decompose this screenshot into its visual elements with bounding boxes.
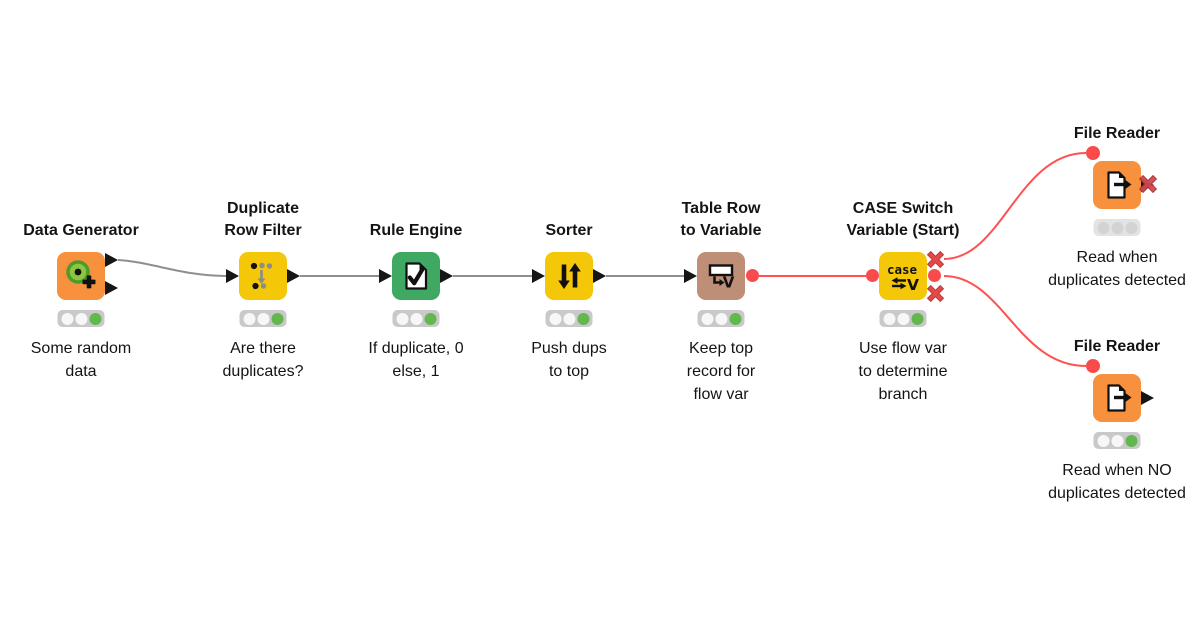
output-port[interactable] [593,269,606,283]
status-traffic-light [392,310,440,327]
flow-variable-input-port[interactable] [866,269,879,282]
node-title: Rule Engine [369,222,463,239]
node-annotation: Read when duplicates detected [1048,249,1186,289]
status-light-green [577,312,589,325]
svg-text:V: V [907,276,919,294]
flow-variable-input-port[interactable] [1086,146,1100,160]
connection-datagen-to-dupfilter[interactable] [117,259,228,277]
node-annotation: If duplicate, 0 else, 1 [368,340,464,380]
node-annotation: Use flow var to determine branch [858,340,948,403]
status-light-yellow [715,312,727,325]
flow-variable-output-port[interactable] [746,269,759,282]
rule-engine-icon [405,262,428,290]
status-traffic-light [1093,432,1141,449]
rule-engine-node[interactable] [392,252,440,300]
status-light-green [1125,221,1137,234]
connection-caseswitch-to-filereader-top[interactable] [943,152,1087,260]
status-traffic-light [239,310,287,327]
status-traffic-light [545,310,593,327]
inactive-branch-x-icon [1138,174,1158,194]
status-light-green [1125,434,1137,447]
status-traffic-light [697,310,745,327]
data-generator-icon [66,260,96,289]
node-data-generator: Data Generator Some random data [23,222,139,380]
node-title: File Reader [1073,338,1161,355]
svg-text:case: case [887,262,918,277]
status-light-yellow [897,312,909,325]
status-light-yellow [410,312,422,325]
node-title: File Reader [1073,125,1161,142]
data-generator-node[interactable] [57,252,105,300]
node-duplicate-row-filter: Duplicate Row Filter Are there duplicate… [223,200,304,380]
node-title: Sorter [545,222,593,239]
output-port-2[interactable] [105,281,118,295]
output-port-1[interactable] [105,253,118,267]
output-port[interactable] [440,269,453,283]
node-annotation: Are there duplicates? [222,340,304,380]
node-annotation: Read when NO duplicates detected [1048,462,1186,502]
sorter-icon [558,263,581,289]
flow-variable-input-port[interactable] [1086,359,1100,373]
status-light-green [424,312,436,325]
case-switch-icon: case V [887,262,919,294]
node-title: Table Row to Variable [680,200,762,239]
case-switch-node[interactable]: case V [879,252,927,300]
status-light-red [701,312,713,325]
status-traffic-light [1093,219,1141,236]
node-title: Duplicate Row Filter [224,200,302,239]
status-light-yellow [1111,434,1123,447]
input-port[interactable] [532,269,545,283]
status-light-yellow [563,312,575,325]
status-light-red [1097,221,1109,234]
status-light-red [396,312,408,325]
node-title: Data Generator [23,222,139,239]
status-light-red [883,312,895,325]
status-light-green [271,312,283,325]
table-row-to-variable-node[interactable]: V [697,252,745,300]
output-port[interactable] [287,269,300,283]
node-title: CASE Switch Variable (Start) [846,200,960,239]
input-port[interactable] [226,269,239,283]
duplicate-row-filter-icon [250,262,273,290]
input-port[interactable] [379,269,392,283]
status-light-red [61,312,73,325]
input-port[interactable] [684,269,697,283]
status-light-green [911,312,923,325]
status-light-green [89,312,101,325]
file-reader-node[interactable] [1093,374,1141,422]
output-port[interactable] [1141,391,1154,405]
flow-variable-output-port-middle[interactable] [928,269,941,282]
node-annotation: Keep top record for flow var [686,340,756,403]
status-light-yellow [75,312,87,325]
svg-text:V: V [723,274,735,292]
node-rule-engine: Rule Engine If duplicate, 0 else, 1 [368,222,463,380]
node-table-row-to-variable: Table Row to Variable V Keep top record … [681,200,762,403]
table-row-to-variable-icon: V [708,264,735,292]
status-traffic-light [879,310,927,327]
status-light-yellow [257,312,269,325]
status-light-red [243,312,255,325]
status-light-red [549,312,561,325]
sorter-node[interactable] [545,252,593,300]
duplicate-row-filter-node[interactable] [239,252,287,300]
inactive-branch-output-port-top[interactable] [926,250,945,269]
node-sorter: Sorter Push dups to top [531,222,607,380]
node-file-reader-no-duplicates: File Reader Read when NO duplicates dete… [1048,338,1186,502]
status-traffic-light [57,310,105,327]
node-annotation: Push dups to top [531,340,607,380]
status-light-green [729,312,741,325]
status-light-yellow [1111,221,1123,234]
node-annotation: Some random data [30,340,132,380]
inactive-branch-output-port-bottom[interactable] [926,284,945,303]
file-reader-icon [1107,171,1132,199]
node-case-switch-variable-start: CASE Switch Variable (Start) case V Use … [847,200,960,403]
status-light-red [1097,434,1109,447]
file-reader-node[interactable] [1093,161,1141,209]
connection-caseswitch-to-filereader-bottom[interactable] [943,275,1087,367]
node-file-reader-duplicates: File Reader Read when duplicates detecte… [1048,125,1186,289]
file-reader-icon [1107,384,1132,412]
